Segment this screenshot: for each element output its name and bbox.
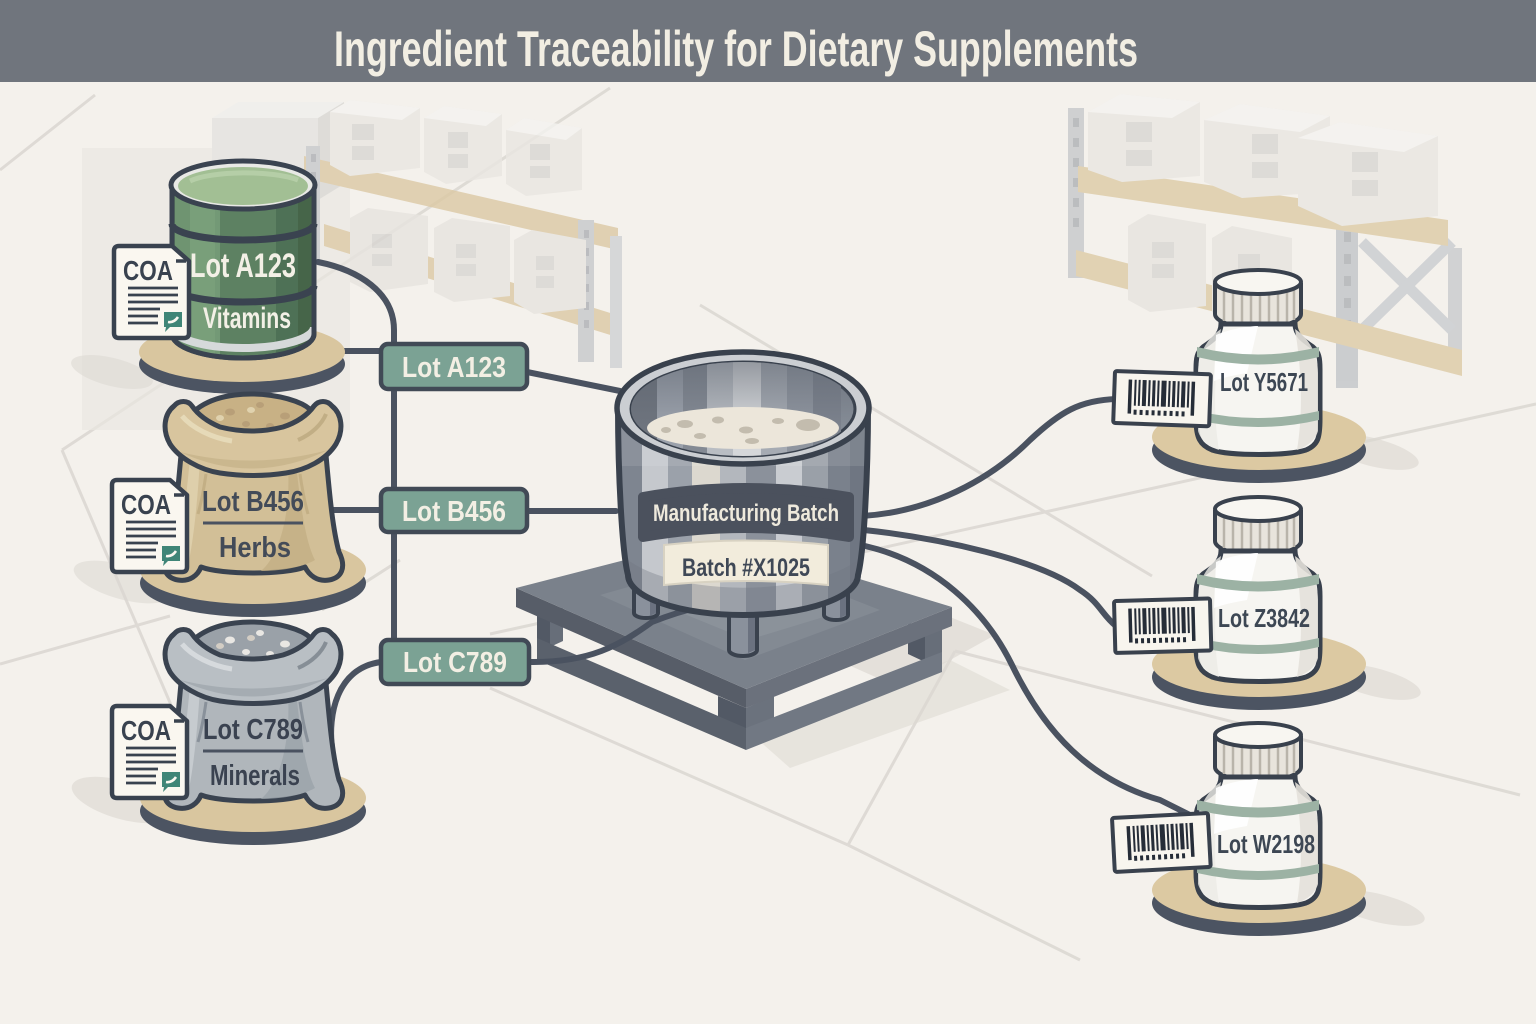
svg-text:COA: COA	[121, 715, 171, 746]
svg-text:Vitamins: Vitamins	[203, 302, 291, 335]
svg-text:Lot A123: Lot A123	[190, 247, 296, 285]
svg-text:Lot W2198: Lot W2198	[1217, 829, 1315, 859]
svg-text:Lot C789: Lot C789	[403, 647, 507, 679]
svg-text:Lot C789: Lot C789	[203, 714, 303, 746]
svg-text:Lot Z3842: Lot Z3842	[1218, 603, 1310, 633]
svg-text:Batch #X1025: Batch #X1025	[682, 554, 810, 582]
svg-text:Lot B456: Lot B456	[402, 496, 506, 528]
svg-text:Lot A123: Lot A123	[402, 352, 506, 384]
svg-text:Manufacturing Batch: Manufacturing Batch	[653, 500, 839, 527]
svg-text:Lot B456: Lot B456	[202, 486, 304, 518]
svg-text:COA: COA	[123, 255, 173, 286]
svg-text:COA: COA	[121, 489, 171, 520]
svg-text:Minerals: Minerals	[210, 760, 300, 792]
svg-text:Herbs: Herbs	[219, 532, 291, 564]
svg-text:Ingredient Traceability for Di: Ingredient Traceability for Dietary Supp…	[334, 21, 1138, 77]
svg-text:Lot Y5671: Lot Y5671	[1220, 367, 1308, 397]
